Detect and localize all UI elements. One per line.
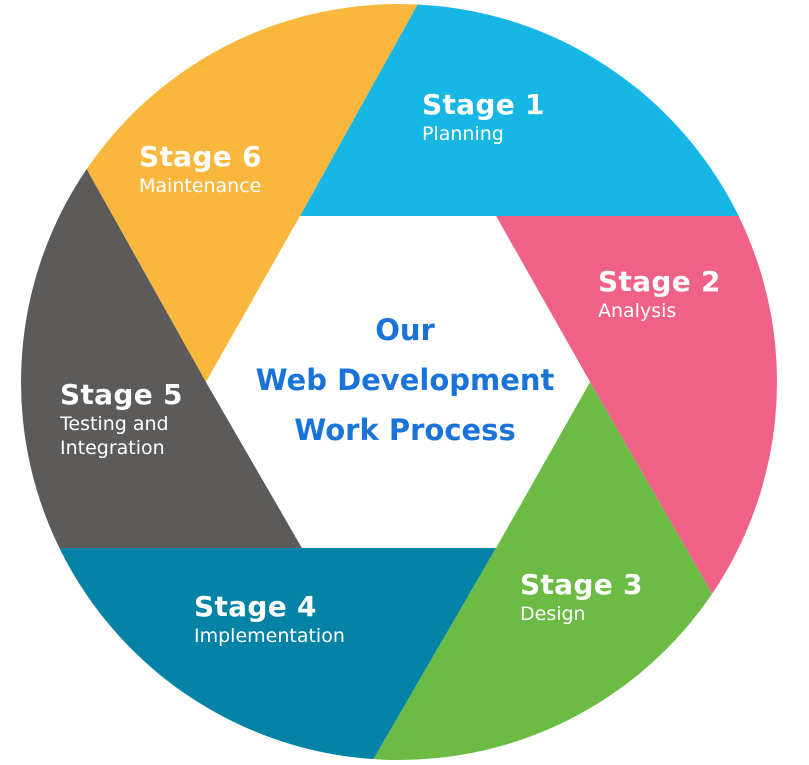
stage-1-name: Planning	[422, 123, 504, 145]
stage-4-name: Implementation	[194, 625, 345, 647]
center-title-line-2: Web Development	[255, 363, 555, 397]
stage-4-title: Stage 4	[194, 590, 317, 623]
stage-1-label: Stage 1 Planning	[422, 88, 545, 146]
stage-6-title: Stage 6	[139, 140, 262, 173]
segment-stage-2	[496, 216, 777, 760]
stage-2-name: Analysis	[598, 300, 677, 322]
center-title-line-3: Work Process	[294, 413, 516, 447]
stage-6-label: Stage 6 Maintenance	[139, 140, 262, 198]
center-hexagon	[206, 216, 590, 548]
stage-5-label: Stage 5 Testing and Integration	[60, 378, 183, 460]
stage-5-name-line-2: Integration	[60, 437, 165, 459]
stage-5-name-line-1: Testing and	[60, 413, 169, 435]
stage-3-title: Stage 3	[520, 568, 643, 601]
segment-stage-5	[21, 4, 302, 548]
stage-3-name: Design	[520, 603, 586, 625]
stage-6-name: Maintenance	[139, 175, 262, 197]
stage-4-label: Stage 4 Implementation	[194, 590, 345, 648]
center-title-line-1: Our	[375, 313, 435, 347]
stage-2-title: Stage 2	[598, 265, 721, 298]
center-title: Our Web Development Work Process	[200, 305, 610, 455]
stage-5-title: Stage 5	[60, 378, 183, 411]
stage-1-title: Stage 1	[422, 88, 545, 121]
stage-2-label: Stage 2 Analysis	[598, 265, 721, 323]
stage-3-label: Stage 3 Design	[520, 568, 643, 626]
